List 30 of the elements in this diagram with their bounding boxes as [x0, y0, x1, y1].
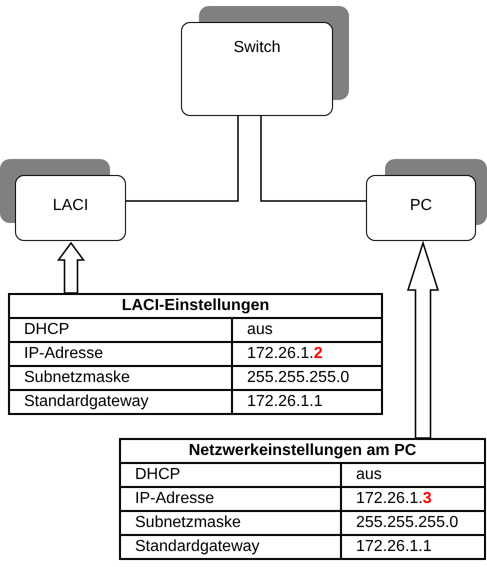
table-cell: 172.26.1.1 [232, 390, 382, 414]
connection-line [260, 116, 366, 202]
table-cell: aus [232, 318, 382, 342]
table-cell: 255.255.255.0 [341, 511, 485, 535]
device-label: PC [410, 197, 432, 215]
device-box [15, 175, 126, 241]
device-label: Switch [233, 39, 281, 57]
device-label: LACI [52, 197, 88, 215]
table-cell: Standardgateway [9, 390, 232, 414]
table-cell: 172.26.1.3 [341, 487, 485, 511]
table-cell: 255.255.255.0 [232, 366, 382, 390]
table-cell: aus [341, 463, 485, 487]
table-cell: Subnetzmaske [9, 366, 232, 390]
connection-line [126, 116, 239, 202]
table-cell: DHCP [9, 318, 232, 342]
table-cell: DHCP [120, 463, 341, 487]
settings-table [119, 438, 486, 560]
table-cell: IP-Adresse [9, 342, 232, 366]
table-cell: Subnetzmaske [120, 511, 341, 535]
table-cell: 172.26.1.2 [232, 342, 382, 366]
table-heading: Netzwerkeinstellungen am PC [120, 439, 485, 463]
hollow-arrow [406, 240, 440, 439]
settings-table [8, 293, 383, 415]
table-cell: Standardgateway [120, 535, 341, 559]
device-box [181, 22, 333, 116]
table-cell: 172.26.1.1 [341, 535, 485, 559]
table-heading: LACI-Einstellungen [9, 294, 382, 318]
device-box [366, 175, 476, 241]
hollow-arrow [57, 242, 85, 294]
table-cell: IP-Adresse [120, 487, 341, 511]
